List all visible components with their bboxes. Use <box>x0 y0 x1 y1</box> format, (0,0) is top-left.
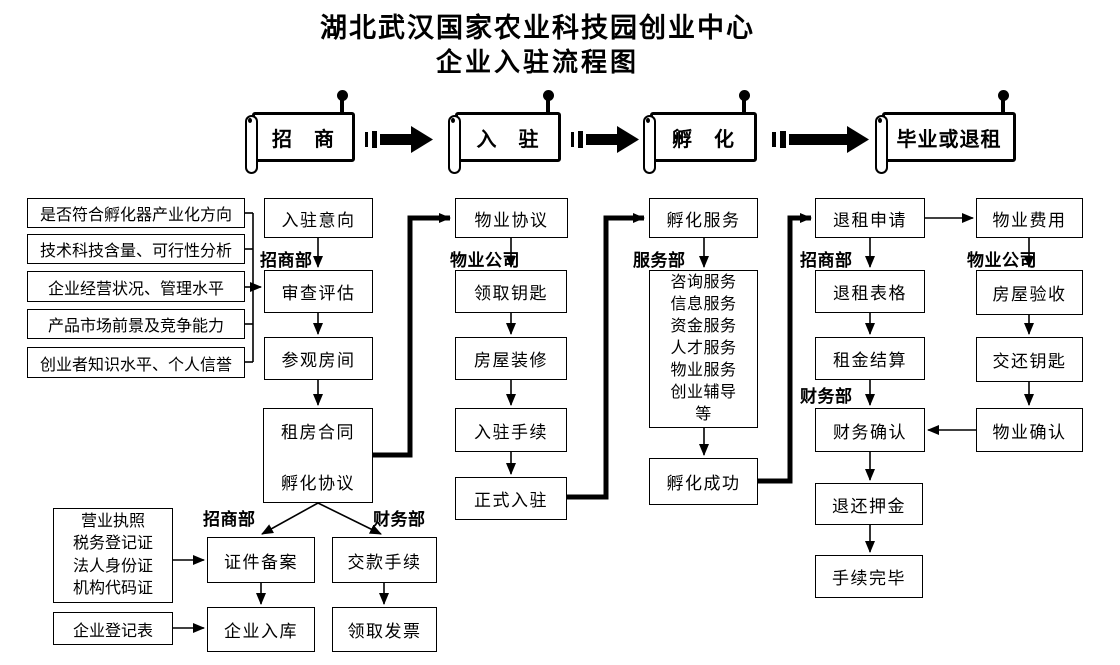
box-fangwu-yanshou: 房屋验收 <box>976 270 1083 315</box>
box-line: 资金服务 <box>670 318 737 335</box>
box-line: 法人身份证 <box>72 557 153 575</box>
banner-label: 入 驻 <box>455 112 561 162</box>
box-zhengshi-ruzhu: 正式入驻 <box>455 477 567 520</box>
box-line: 咨询服务 <box>670 274 737 291</box>
scroll-roll-icon <box>875 115 888 174</box>
box-wuye-queren: 物业确认 <box>976 408 1083 452</box>
banner-ruzhu: 入 驻 <box>448 90 561 174</box>
dept-label-caiwubu-bottom: 财务部 <box>373 510 426 529</box>
banner-label: 孵 化 <box>650 112 757 162</box>
box-line: 人才服务 <box>670 340 737 357</box>
scroll-knob-icon <box>738 90 750 114</box>
banner-zhaoshang: 招 商 <box>245 90 355 174</box>
banner-arrow-2 <box>571 126 639 153</box>
box-shouxu-wanbi: 手续完毕 <box>815 555 923 598</box>
dept-label-zhaoshangbu-1: 招商部 <box>260 251 313 270</box>
thick-connectors <box>372 213 812 500</box>
box-line: 孵化协议 <box>281 473 355 493</box>
box-ruzhu-yixiang: 入驻意向 <box>264 198 373 238</box>
criteria-credit: 创业者知识水平、个人信誉 <box>27 347 245 378</box>
criteria-direction: 是否符合孵化器产业化方向 <box>27 198 245 228</box>
banner-label: 招 商 <box>252 112 355 162</box>
box-line: 创业辅导 <box>670 384 737 401</box>
banner-fuhua: 孵 化 <box>643 90 757 174</box>
box-qiye-ruku: 企业入库 <box>207 607 315 652</box>
box-line: 等 <box>695 406 712 423</box>
scroll-knob-icon <box>997 90 1009 114</box>
dept-label-wuyegongsi-1: 物业公司 <box>450 251 520 270</box>
box-tuizu-biaoge: 退租表格 <box>815 270 925 313</box>
page-title-line2: 企业入驻流程图 <box>435 48 639 77</box>
criteria-technology: 技术科技含量、可行性分析 <box>27 234 245 264</box>
box-services-list: 咨询服务 信息服务 资金服务 人才服务 物业服务 创业辅导 等 <box>649 270 758 428</box>
scroll-roll-icon <box>448 115 461 174</box>
banner-arrow-3 <box>772 126 869 153</box>
box-line: 机构代码证 <box>72 580 153 597</box>
banner-arrow-1 <box>365 126 433 153</box>
scroll-knob-icon <box>542 90 554 114</box>
box-zufang-hetong-fuhua-xieyi: 租房合同 孵化协议 <box>263 408 373 503</box>
box-line: 信息服务 <box>670 296 737 313</box>
box-zhengjian-beian: 证件备案 <box>207 537 315 583</box>
box-line: 营业执照 <box>80 512 145 530</box>
dept-label-wuyegongsi-2: 物业公司 <box>967 251 1037 270</box>
thin-connectors <box>173 212 1034 633</box>
box-qiye-dengjibiao: 企业登记表 <box>53 612 173 645</box>
box-fuhua-fuwu: 孵化服务 <box>649 198 758 238</box>
banner-label: 毕业或退租 <box>882 112 1016 162</box>
dept-label-zhaoshangbu-2: 招商部 <box>800 251 853 270</box>
box-line: 物业服务 <box>670 362 737 379</box>
box-jiaohuan-yaoshi: 交还钥匙 <box>976 337 1083 382</box>
box-fangwu-zhuangxiu: 房屋装修 <box>455 337 567 380</box>
banner-biye-tuizu: 毕业或退租 <box>875 90 1016 174</box>
box-fuhua-chenggong: 孵化成功 <box>649 458 758 505</box>
box-zhengjian-docs: 营业执照 税务登记证 法人身份证 机构代码证 <box>53 508 173 603</box>
dept-label-caiwubu-2: 财务部 <box>800 387 853 406</box>
box-ruzhu-shouxu: 入驻手续 <box>455 408 567 452</box>
criteria-management: 企业经营状况、管理水平 <box>27 271 245 302</box>
scroll-knob-icon <box>336 90 348 114</box>
box-tuizu-shenqing: 退租申请 <box>815 198 925 238</box>
scroll-roll-icon <box>245 115 258 174</box>
box-zujin-jiesuan: 租金结算 <box>815 337 925 380</box>
box-wuye-feiyong: 物业费用 <box>976 198 1083 238</box>
box-lingqu-fapiao: 领取发票 <box>332 607 437 652</box>
box-wuye-xieyi: 物业协议 <box>455 198 568 238</box>
dept-label-zhaoshangbu-bottom: 招商部 <box>203 510 256 529</box>
scroll-roll-icon <box>643 115 656 174</box>
box-caiwu-queren: 财务确认 <box>815 408 925 452</box>
box-lingqu-yaoshi: 领取钥匙 <box>455 270 567 313</box>
page-title-line1: 湖北武汉国家农业科技园创业中心 <box>320 13 755 43</box>
box-line: 税务登记证 <box>72 535 153 552</box>
box-canguan-fangjian: 参观房间 <box>264 337 373 380</box>
box-tuihuan-yajin: 退还押金 <box>815 483 923 525</box>
dept-label-fuwubu: 服务部 <box>633 251 686 270</box>
box-jiaokuan-shouxu: 交款手续 <box>332 537 437 583</box>
box-line: 租房合同 <box>281 422 355 442</box>
criteria-market: 产品市场前景及竞争能力 <box>27 309 245 339</box>
box-shencha-pinggu: 审查评估 <box>264 270 373 313</box>
